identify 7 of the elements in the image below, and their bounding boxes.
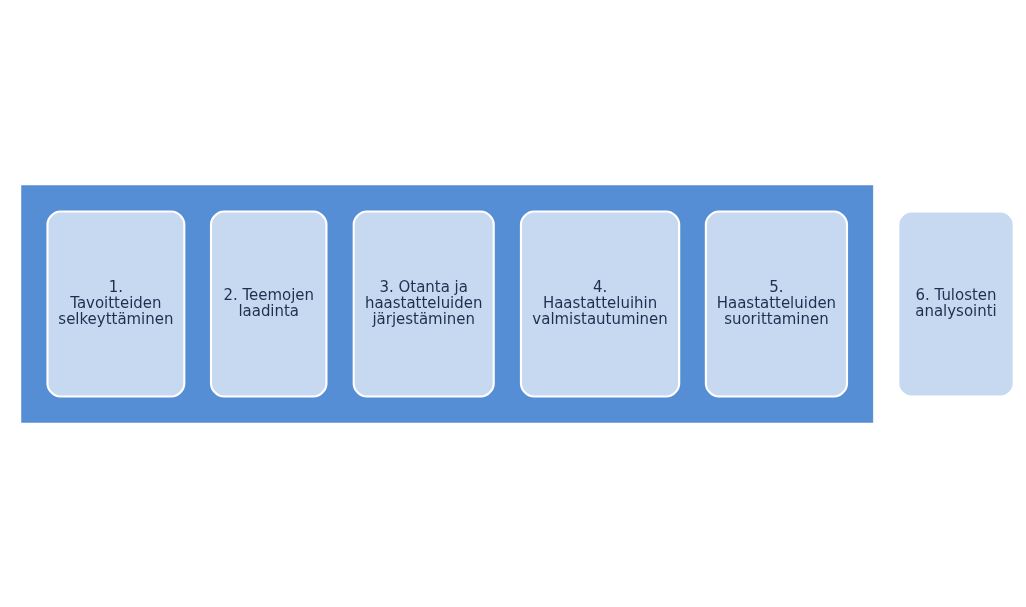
node-box: 4. Haastatteluihin valmistautuminen: [519, 209, 680, 398]
node-box: 5. Haastatteluiden suorittaminen: [704, 209, 848, 398]
cluster: [20, 184, 873, 423]
node-box: 3. Otanta ja haastatteluiden järjestäminen: [352, 209, 495, 398]
node-box: 1. Tavoitteiden selkeyttäminen: [45, 209, 185, 398]
node-box: 6. Tulosten analysointi: [896, 209, 1015, 398]
node-box: 2. Teemojen laadinta: [209, 209, 327, 398]
